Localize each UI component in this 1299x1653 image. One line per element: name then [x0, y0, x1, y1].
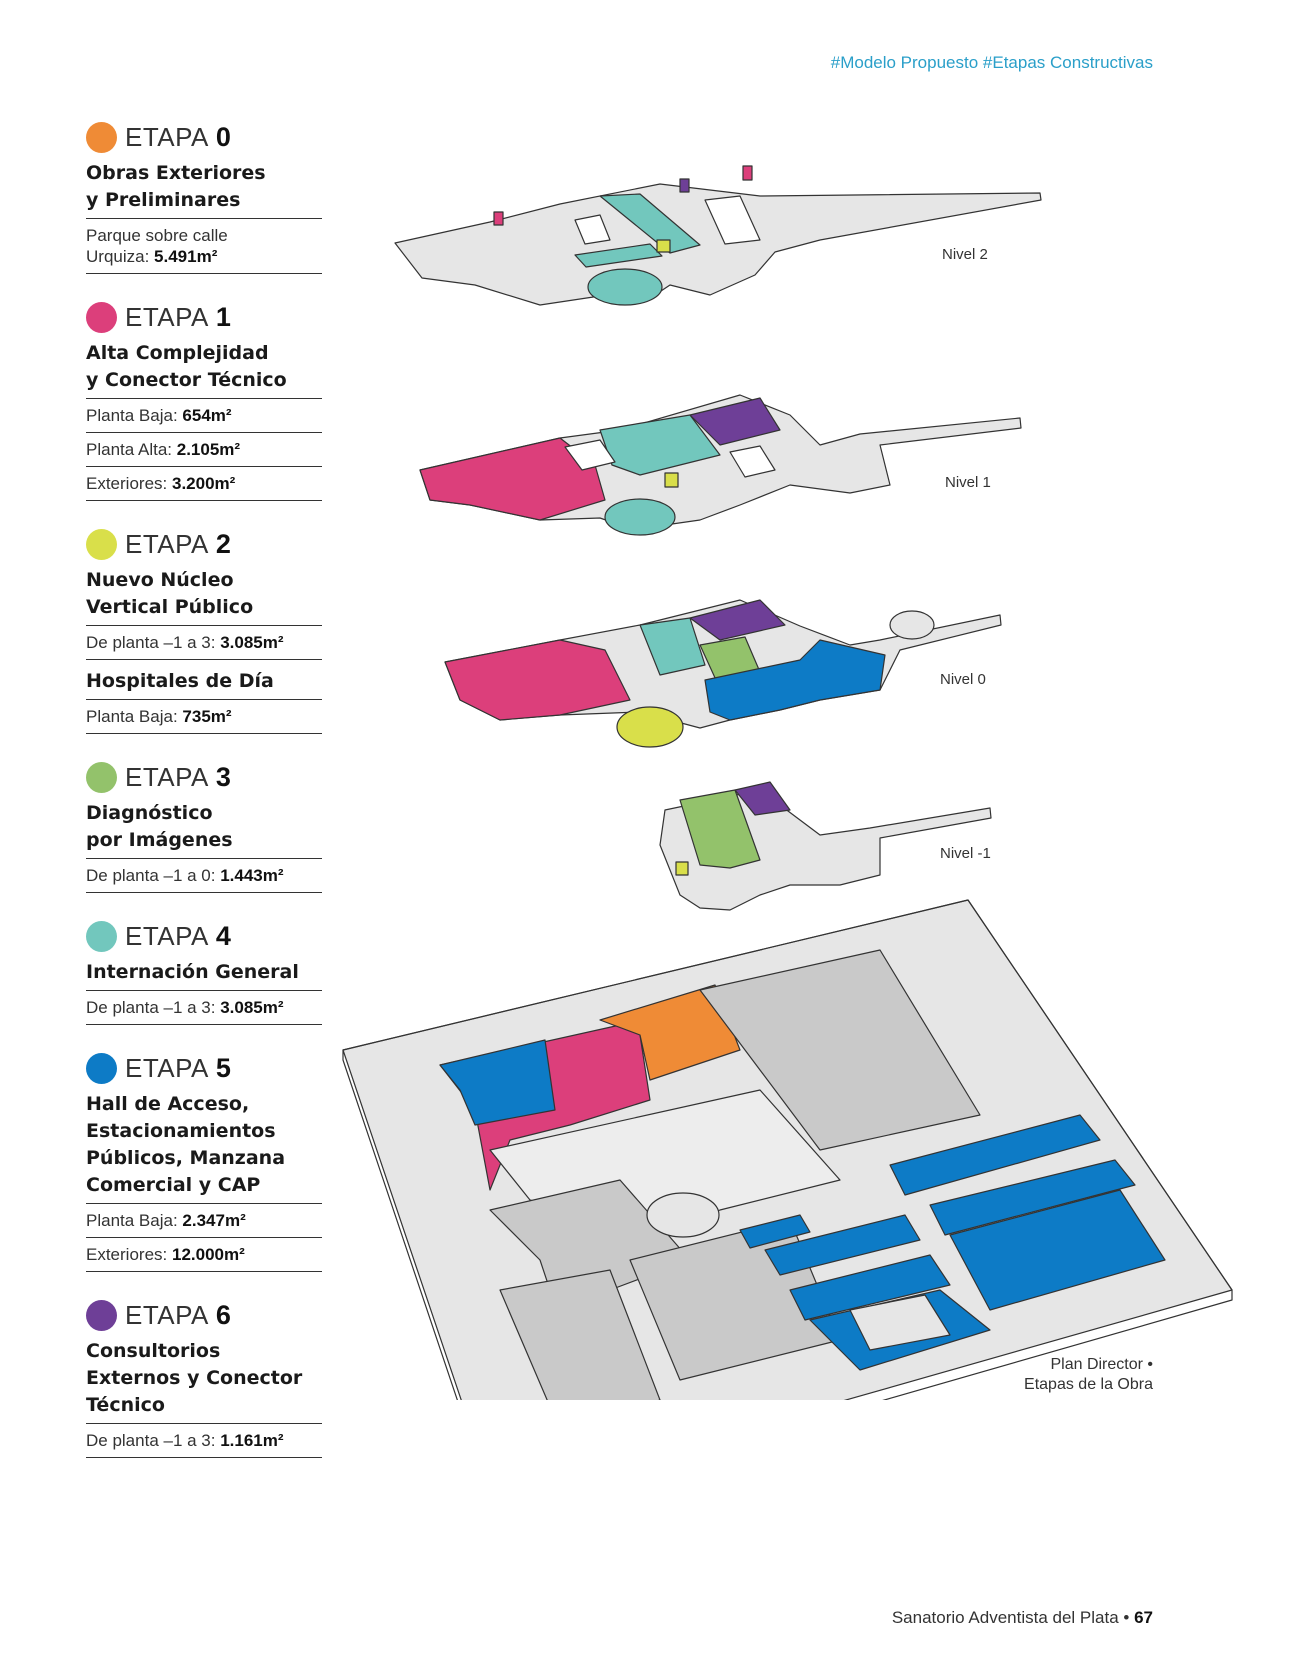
level-2-label: Nivel 2	[942, 246, 988, 263]
stage-1-number: 1	[215, 301, 231, 332]
caption-line-1: Plan Director •	[1050, 1356, 1153, 1373]
stage-3-row: De planta –1 a 0: 1.443m²	[86, 859, 322, 893]
publication-name: Sanatorio Adventista del Plata •	[891, 1608, 1130, 1627]
stage-1-word: ETAPA	[125, 301, 209, 332]
stage-4-number: 4	[215, 920, 231, 951]
stage-4-title: Internación General	[86, 959, 322, 991]
stage-3-number: 3	[215, 761, 231, 792]
stage-1-row: Planta Alta: 2.105m²	[86, 433, 322, 467]
stage-0-title: Obras Exteriores y Preliminares	[86, 160, 322, 219]
stage-1-row: Planta Baja: 654m²	[86, 399, 322, 433]
stage-2: ETAPA 2 Nuevo Núcleo Vertical Público De…	[86, 525, 322, 734]
level-0-plan	[444, 599, 1002, 748]
stage-4: ETAPA 4 Internación General De planta –1…	[86, 917, 322, 1025]
stage-0-number: 0	[215, 121, 231, 152]
stage-2-word: ETAPA	[125, 528, 209, 559]
stage-0-word: ETAPA	[125, 121, 209, 152]
caption-line-2: Etapas de la Obra	[1024, 1376, 1153, 1393]
stage-0: ETAPA 0 Obras Exteriores y Preliminares …	[86, 118, 322, 274]
level-1-label: Nivel 1	[945, 474, 991, 491]
stage-3-word: ETAPA	[125, 761, 209, 792]
stage-5-color-dot	[86, 1052, 117, 1084]
figure-caption: Plan Director • Etapas de la Obra	[1024, 1355, 1153, 1395]
stage-2-title: Nuevo Núcleo Vertical Público	[86, 567, 322, 626]
stage-0-color-dot	[86, 121, 117, 153]
stage-6-title: Consultorios Externos y Conector Técnico	[86, 1338, 322, 1424]
level-2-plan	[394, 165, 1042, 306]
stage-3-color-dot	[86, 761, 117, 793]
stage-6-row: De planta –1 a 3: 1.161m²	[86, 1424, 322, 1458]
stage-2-subtitle: Hospitales de Día	[86, 668, 322, 700]
stage-2-subrow: Planta Baja: 735m²	[86, 700, 322, 734]
stage-1-title: Alta Complejidad y Conector Técnico	[86, 340, 322, 399]
site-plan	[342, 899, 1233, 1400]
stage-6: ETAPA 6 Consultorios Externos y Conector…	[86, 1296, 322, 1458]
level-minus-1-plan	[659, 781, 992, 911]
level-minus-1-label: Nivel -1	[940, 845, 991, 862]
stage-2-row: De planta –1 a 3: 3.085m²	[86, 626, 322, 660]
page-footer: Sanatorio Adventista del Plata • 67	[892, 1608, 1153, 1628]
stage-1-row: Exteriores: 3.200m²	[86, 467, 322, 501]
stage-3: ETAPA 3 Diagnóstico por Imágenes De plan…	[86, 758, 322, 893]
stage-1-color-dot	[86, 301, 117, 333]
page-number: 67	[1134, 1608, 1153, 1627]
level-1-plan	[419, 394, 1022, 536]
hashtags: #Modelo Propuesto #Etapas Constructivas	[830, 53, 1153, 72]
stage-5-title: Hall de Acceso, Estacionamientos Público…	[86, 1091, 322, 1204]
stage-5-row: Planta Baja: 2.347m²	[86, 1204, 322, 1238]
stage-5-word: ETAPA	[125, 1052, 209, 1083]
stage-5: ETAPA 5 Hall de Acceso, Estacionamientos…	[86, 1049, 322, 1272]
stage-4-row: De planta –1 a 3: 3.085m²	[86, 991, 322, 1025]
stage-3-title: Diagnóstico por Imágenes	[86, 800, 322, 859]
stage-4-color-dot	[86, 920, 117, 952]
stage-6-color-dot	[86, 1299, 117, 1331]
stage-5-number: 5	[215, 1052, 231, 1083]
stage-1: ETAPA 1 Alta Complejidad y Conector Técn…	[86, 298, 322, 501]
stage-2-number: 2	[215, 528, 231, 559]
stage-legend: ETAPA 0 Obras Exteriores y Preliminares …	[86, 118, 322, 1482]
stage-0-row: Parque sobre calle Urquiza: 5.491m²	[86, 219, 322, 274]
stage-4-word: ETAPA	[125, 920, 209, 951]
stage-6-word: ETAPA	[125, 1299, 209, 1330]
stage-2-color-dot	[86, 528, 117, 560]
stage-6-number: 6	[215, 1299, 231, 1330]
stage-5-row: Exteriores: 12.000m²	[86, 1238, 322, 1272]
isometric-building-diagram	[342, 165, 1233, 1400]
level-0-label: Nivel 0	[940, 671, 986, 688]
